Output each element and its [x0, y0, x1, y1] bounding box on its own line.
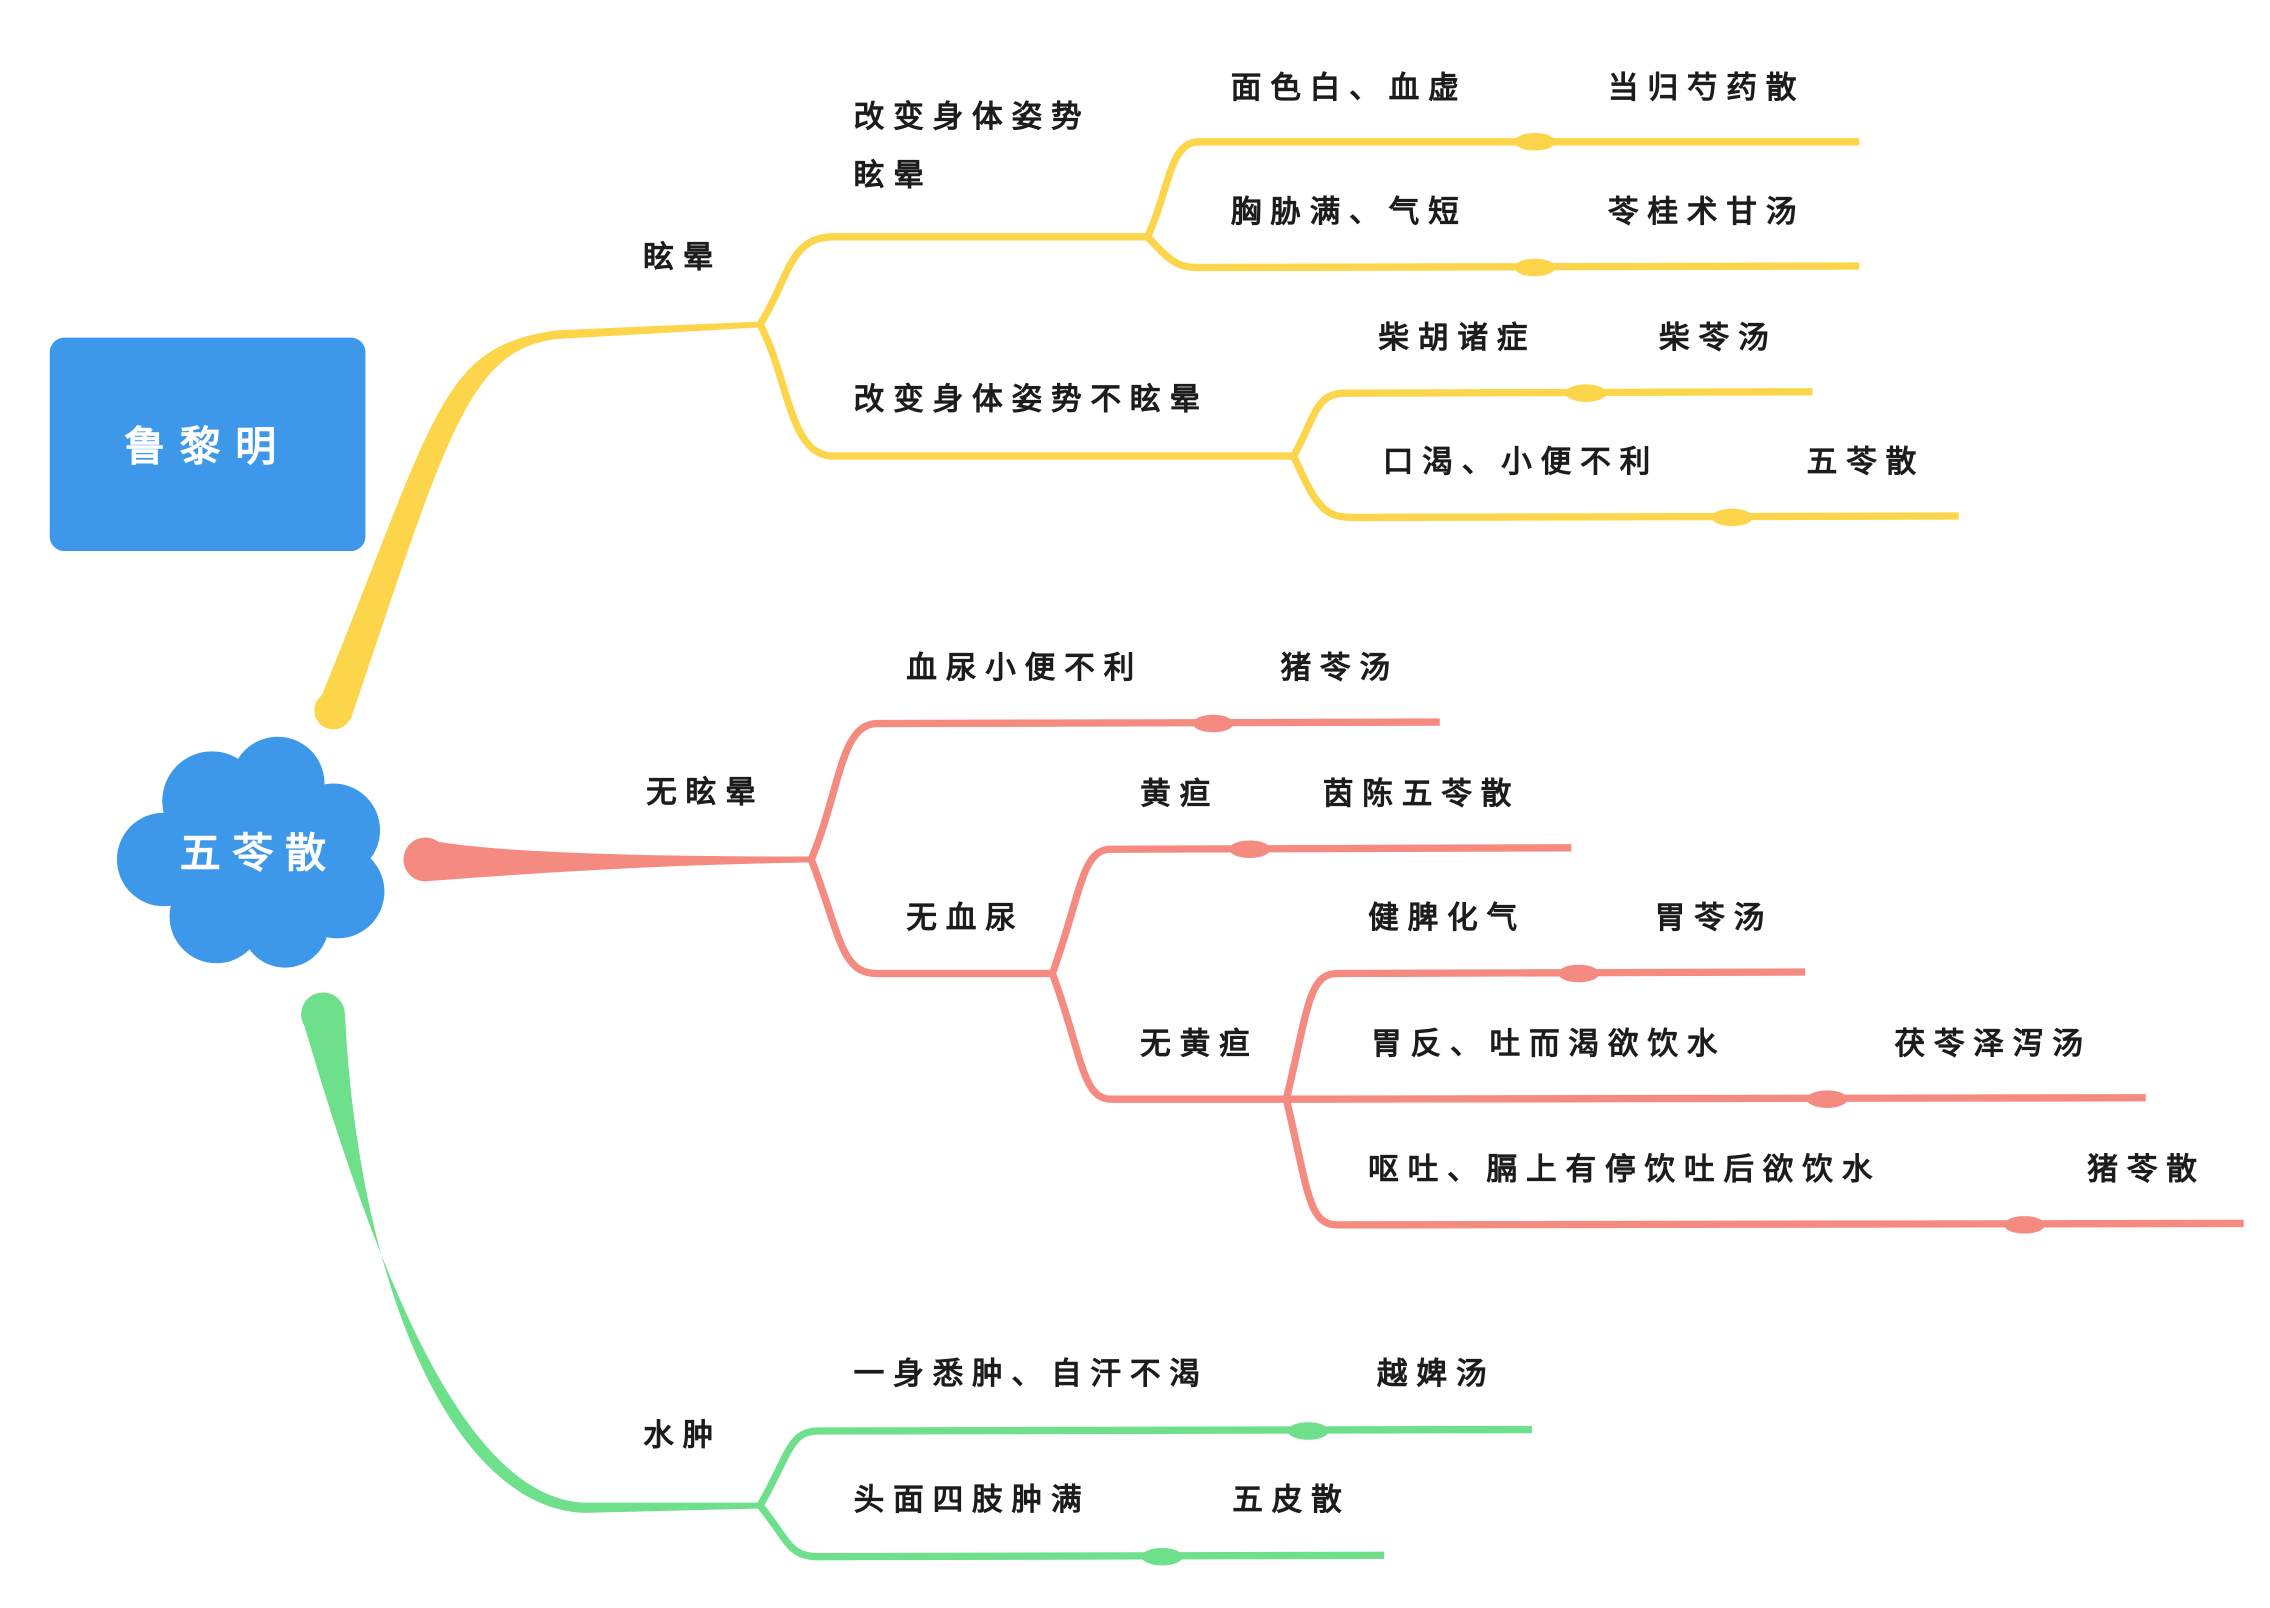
leaf-label: 呕吐、膈上有停饮吐后欲饮水: [1368, 1151, 1882, 1187]
edge-sub1-leaf1: [1144, 138, 1860, 239]
edge-knot: [1565, 384, 1607, 402]
leaf-label: 柴胡诸症: [1378, 320, 1537, 356]
node-dizzy-sub1-line2: 眩晕: [853, 157, 933, 193]
edge-nohematuria-nojaundice: [1048, 972, 1287, 1103]
leaf-formula: 五苓散: [1806, 444, 1926, 480]
edge-nojaundice-leaf1: [1282, 968, 1806, 1101]
edge-knot: [2003, 1216, 2045, 1234]
edge-root-dizzy: [315, 321, 761, 720]
leaf-formula: 猪苓汤: [1280, 650, 1399, 686]
leaf-formula: 苓桂术甘汤: [1607, 194, 1806, 230]
edge-knot: [1806, 1090, 1848, 1108]
edge-root-edema: [301, 1014, 761, 1513]
edge-sub1-leaf2: [1144, 234, 1860, 272]
leaf-formula: 当归芍药散: [1607, 70, 1806, 106]
leaf-formula: 胃苓汤: [1654, 900, 1774, 936]
leaf-label: 头面四肢肿满: [853, 1482, 1091, 1518]
edge-knot: [1229, 840, 1271, 859]
node-dizzy-sub1-line1: 改变身体姿势: [853, 99, 1091, 135]
node-edema: 水肿: [643, 1417, 723, 1453]
node-no-jaundice: 无黄疸: [1140, 1026, 1259, 1062]
leaf-formula: 五皮散: [1232, 1482, 1351, 1518]
edge-edema-leaf1: [756, 1425, 1532, 1508]
edge-knot: [1514, 133, 1556, 151]
root-node-label: 五苓散: [179, 828, 338, 878]
edge-nojaundice-leaf2: [1286, 1094, 2146, 1103]
leaf-label: 一身悉肿、自汗不渴: [853, 1356, 1209, 1392]
leaf-label: 血尿小便不利: [906, 650, 1144, 686]
leaf-label: 胃反、吐而渴欲饮水: [1371, 1026, 1727, 1062]
edge-knot: [1287, 1422, 1329, 1440]
edge-edema-leaf2: [757, 1503, 1385, 1561]
node-dizzy: 眩晕: [643, 239, 723, 275]
author-name: 鲁黎明: [124, 422, 291, 471]
leaf-label: 口渴、小便不利: [1382, 444, 1660, 480]
edge-root-edema-cap: [301, 992, 345, 1037]
root-cloud: [116, 736, 385, 968]
edge-root-nodizzy: [423, 839, 812, 882]
edge-knot: [1711, 508, 1753, 527]
leaf-label: 健脾化气: [1368, 900, 1527, 936]
edge-root-nodizzy-cap: [403, 837, 448, 882]
edge-nodizzy-hematuria: [807, 718, 1440, 861]
edge-knot: [1192, 714, 1234, 733]
leaf-label: 面色白、血虚: [1230, 70, 1468, 106]
edge-knot: [1558, 964, 1600, 983]
edge-sub2-leaf1: [1290, 388, 1813, 458]
leaf-formula: 茯苓泽泻汤: [1894, 1026, 2092, 1062]
node-no-dizzy: 无眩晕: [646, 774, 765, 810]
node-no-hematuria: 无血尿: [906, 900, 1025, 936]
edge-knot: [1141, 1547, 1183, 1566]
author-box: 鲁黎明: [49, 337, 366, 552]
edge-sub2-leaf2: [1290, 454, 1959, 522]
leaf-formula: 茵陈五苓散: [1322, 776, 1521, 812]
edge-nodizzy-nohematuria: [807, 858, 1053, 978]
leaf-label: 胸胁满、气短: [1230, 194, 1468, 230]
edge-knot: [1514, 258, 1556, 277]
leaf-label: 黄疸: [1140, 776, 1220, 812]
edge-dizzy-sub2: [756, 322, 1294, 460]
edge-nohematuria-jaundice: [1048, 844, 1572, 975]
edge-nojaundice-leaf3: [1282, 1098, 2244, 1229]
edge-root-dizzy-cap: [314, 691, 353, 730]
leaf-formula: 越婢汤: [1376, 1356, 1496, 1392]
edge-dizzy-sub1: [756, 233, 1148, 327]
node-dizzy-sub2: 改变身体姿势不眩晕: [853, 381, 1209, 417]
leaf-formula: 柴苓汤: [1659, 320, 1778, 356]
leaf-formula: 猪苓散: [2087, 1151, 2206, 1187]
